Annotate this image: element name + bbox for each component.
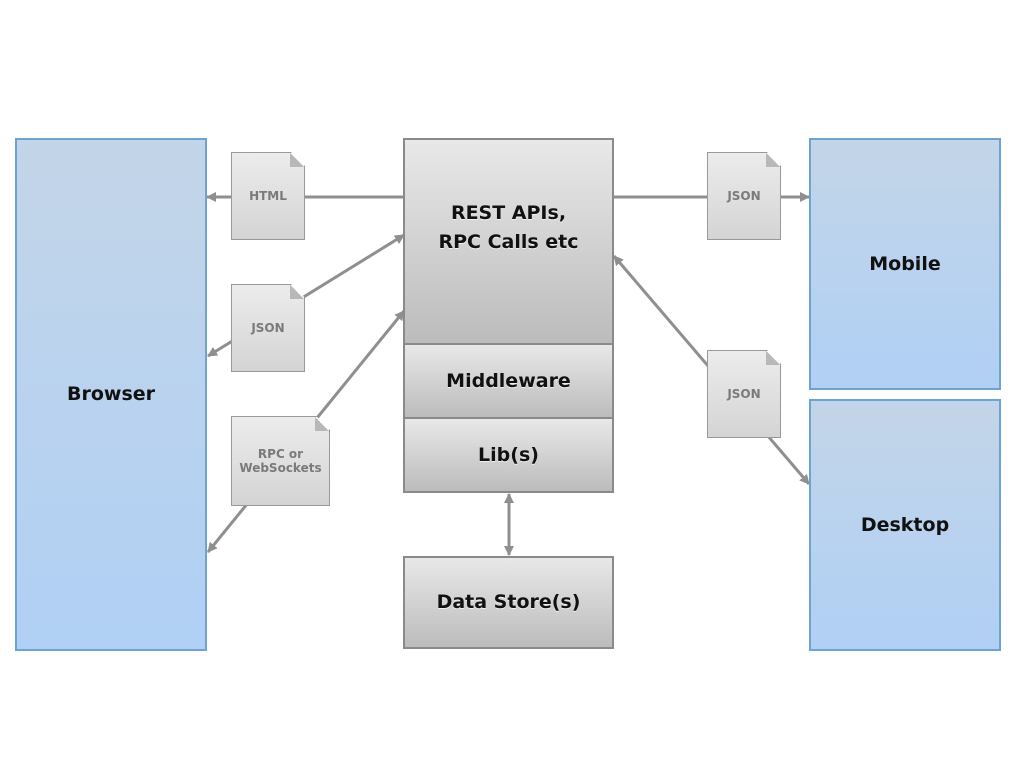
api-label-line1: REST APIs, bbox=[450, 202, 567, 224]
libs-label: Lib(s) bbox=[478, 443, 539, 466]
mobile-node: Mobile bbox=[809, 138, 1001, 390]
desktop-node: Desktop bbox=[809, 399, 1001, 651]
rpc-payload-doc: RPC or WebSockets bbox=[231, 416, 330, 506]
json-browser-payload-doc: JSON bbox=[231, 284, 305, 372]
json-mobile-payload-doc: JSON bbox=[707, 152, 781, 240]
html-payload-label: HTML bbox=[249, 188, 287, 203]
rpc-payload-line2: WebSockets bbox=[239, 461, 322, 475]
json-desktop-payload-label: JSON bbox=[727, 386, 761, 401]
html-payload-doc: HTML bbox=[231, 152, 305, 240]
json-browser-payload-label: JSON bbox=[251, 320, 285, 335]
datastore-node: Data Store(s) bbox=[403, 556, 614, 649]
desktop-label: Desktop bbox=[860, 513, 950, 536]
api-label-line2: RPC Calls etc bbox=[438, 230, 579, 253]
middleware-label: Middleware bbox=[446, 369, 571, 392]
api-node: REST APIs, RPC Calls etc bbox=[403, 138, 614, 345]
mobile-label: Mobile bbox=[869, 252, 941, 275]
libs-node: Lib(s) bbox=[403, 417, 614, 493]
json-desktop-payload-doc: JSON bbox=[707, 350, 781, 438]
middleware-node: Middleware bbox=[403, 343, 614, 419]
rpc-payload-line1: RPC or bbox=[257, 446, 304, 461]
json-mobile-payload-label: JSON bbox=[727, 188, 761, 203]
browser-node: Browser bbox=[15, 138, 207, 651]
browser-label: Browser bbox=[66, 383, 156, 406]
datastore-label: Data Store(s) bbox=[436, 591, 581, 614]
